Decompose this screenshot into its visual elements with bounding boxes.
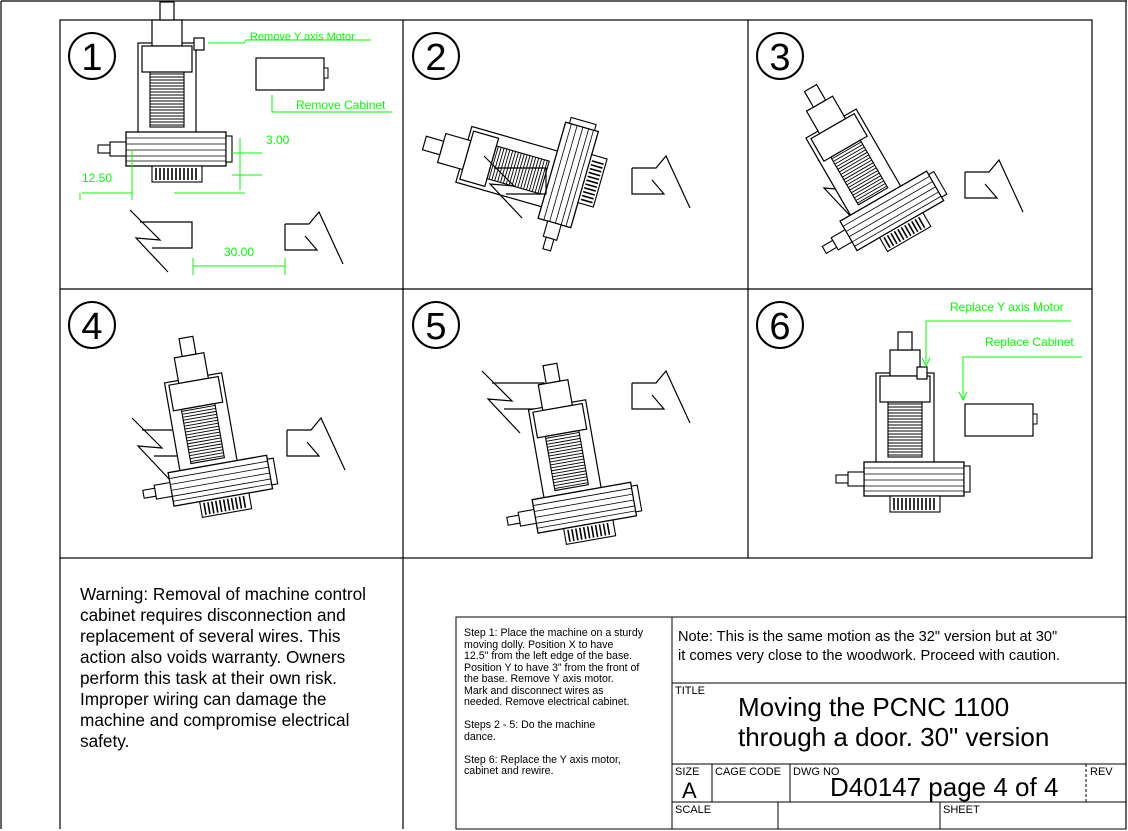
- panel-number-6: 6: [769, 306, 790, 348]
- caution-note: Note: This is the same motion as the 32"…: [678, 629, 1061, 664]
- scale-label: SCALE: [675, 804, 712, 816]
- drawing-number: D40147 page 4 of 4: [830, 772, 1059, 802]
- dimension-30-label: 30.00: [224, 245, 254, 259]
- panel-number-5: 5: [425, 306, 446, 348]
- remove-y-axis-motor-label: Remove Y axis Motor: [250, 31, 355, 43]
- panel-number-2: 2: [425, 37, 446, 79]
- panel-4-machine: [117, 325, 346, 528]
- replace-cabinet-label: Replace Cabinet: [985, 335, 1074, 349]
- title-block-frame: [455, 616, 1127, 830]
- panel-1-machine: [97, 1, 344, 273]
- rev-label: REV: [1090, 766, 1113, 778]
- panel-1-dimensions: [79, 39, 392, 275]
- cage-code-label: CAGE CODE: [715, 766, 782, 778]
- size-label: SIZE: [675, 766, 700, 778]
- sheet-label: SHEET: [943, 804, 980, 816]
- size-value: A: [682, 778, 697, 803]
- panel-5-machine: [481, 352, 691, 555]
- title-label: TITLE: [675, 685, 705, 697]
- warning-text: Warning: Removal of machine control cabi…: [80, 584, 366, 751]
- panel-6-leaders: [921, 320, 1082, 402]
- panel-number-4: 4: [81, 306, 102, 348]
- dwg-no-label: DWG NO: [793, 766, 840, 778]
- step-instructions: Step 1: Place the machine on a sturdy mo…: [464, 627, 644, 777]
- drawing-title: Moving the PCNC 1100 through a door. 30"…: [738, 692, 1050, 752]
- panel-3-machine: [749, 54, 1024, 280]
- replace-y-axis-motor-label: Replace Y axis Motor: [950, 300, 1064, 314]
- panel-6-machine: [835, 331, 1038, 513]
- dimension-3-label: 3.00: [266, 133, 290, 147]
- remove-cabinet-label: Remove Cabinet: [296, 98, 386, 112]
- panel-number-circles: [68, 32, 804, 349]
- panel-number-3: 3: [769, 37, 790, 79]
- dimension-12-5-label: 12.50: [82, 171, 112, 185]
- panel-2-machine: [404, 79, 691, 260]
- panel-number-1: 1: [81, 37, 102, 79]
